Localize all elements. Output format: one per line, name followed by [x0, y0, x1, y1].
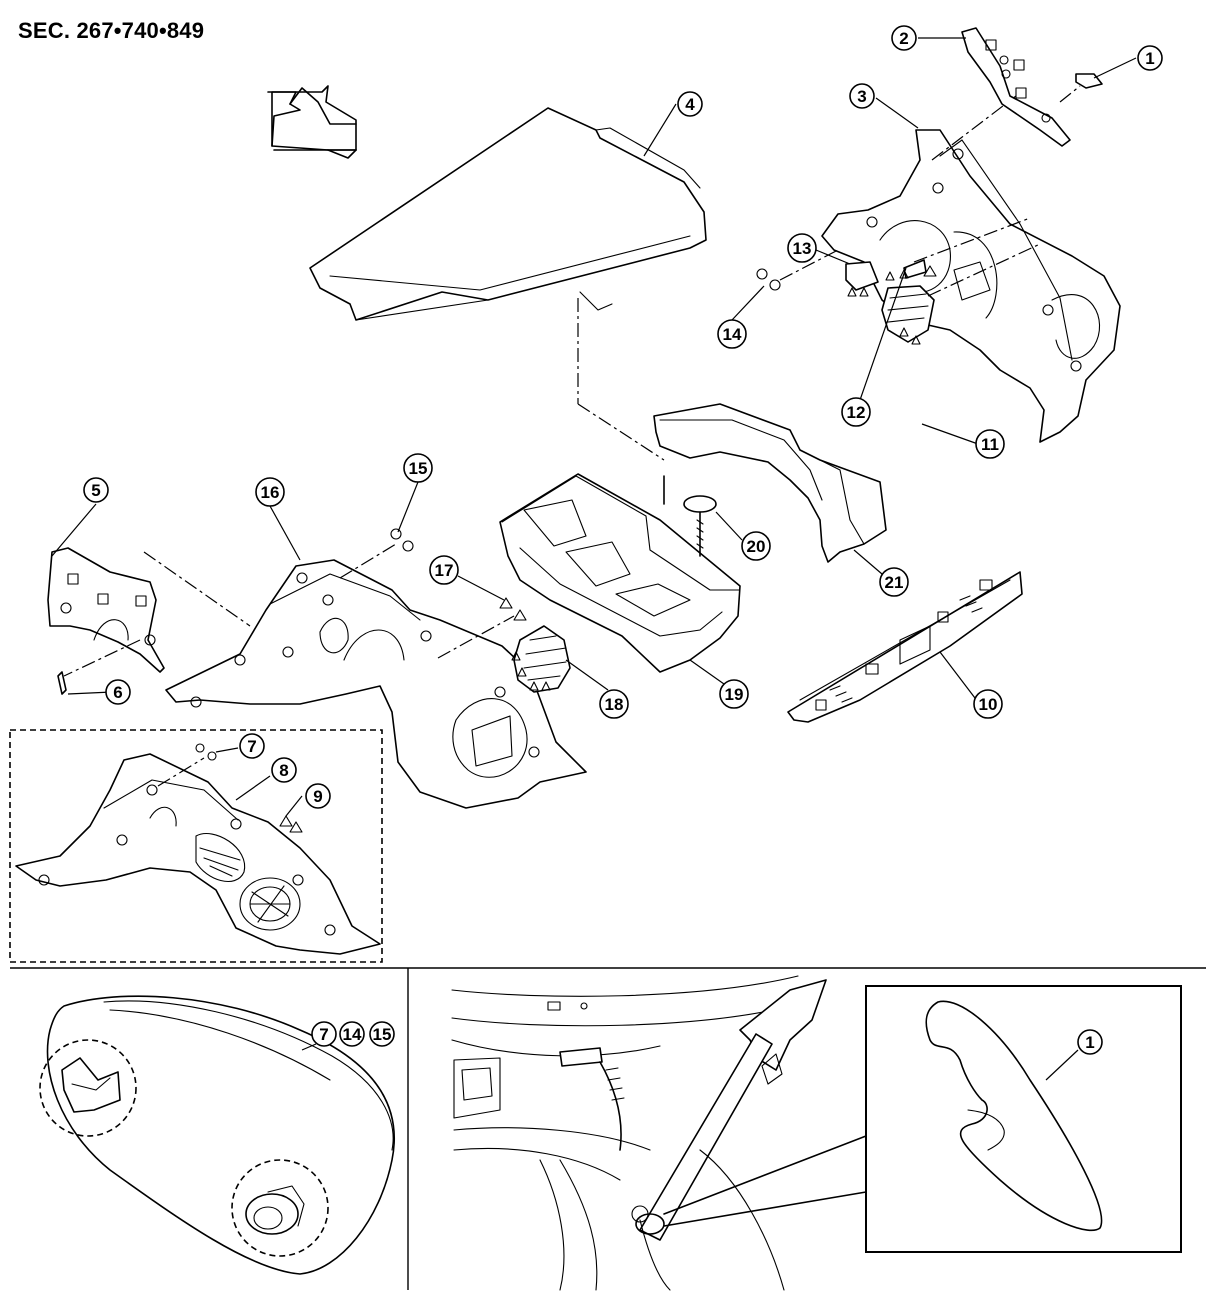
callout-label-15: 15	[409, 459, 428, 478]
callout-11: 11	[975, 429, 1005, 459]
callout-label-14: 14	[723, 325, 742, 344]
callout-label-d1: 1	[1085, 1033, 1094, 1052]
callout-label-d7: 7	[319, 1025, 328, 1044]
callout-17: 17	[429, 555, 459, 585]
callout-label-9: 9	[313, 787, 322, 806]
rear-plate-finisher	[787, 571, 1023, 723]
callout-20: 20	[741, 531, 771, 561]
callout-label-d14: 14	[343, 1025, 362, 1044]
lh-side-finisher	[165, 543, 587, 809]
callout-1: 1	[1137, 45, 1163, 71]
front-arrow-icon	[267, 85, 357, 159]
callout-label-8: 8	[279, 761, 288, 780]
callout-9: 9	[305, 783, 331, 809]
callout-d1: 1	[1077, 1029, 1103, 1055]
callout-label-3: 3	[857, 87, 866, 106]
callout-label-10: 10	[979, 695, 998, 714]
callout-label-17: 17	[435, 561, 454, 580]
callout-label-1: 1	[1145, 49, 1154, 68]
callout-12: 12	[841, 397, 871, 427]
callout-label-18: 18	[605, 695, 624, 714]
trunk-lamp	[845, 261, 879, 297]
callout-label-2: 2	[899, 29, 908, 48]
callout-4: 4	[677, 91, 703, 117]
trunk-location-view	[451, 975, 1182, 1291]
leader-lines	[51, 37, 1137, 817]
callout-label-5: 5	[91, 481, 100, 500]
tie-down-bolt	[683, 495, 743, 557]
callout-13: 13	[787, 233, 817, 263]
callout-5: 5	[83, 477, 109, 503]
callout-label-13: 13	[793, 239, 812, 258]
lh-small-finisher	[47, 547, 251, 677]
callout-10: 10	[973, 689, 1003, 719]
clip-15	[390, 528, 414, 552]
speaker-18	[511, 625, 571, 693]
nut-17	[499, 597, 527, 621]
callout-8: 8	[271, 757, 297, 783]
callout-label-16: 16	[261, 483, 280, 502]
callout-label-6: 6	[113, 683, 122, 702]
callout-19: 19	[719, 679, 749, 709]
luggage-box	[499, 473, 741, 673]
lh-finisher-with-subwoofer	[15, 743, 381, 955]
callout-18: 18	[599, 689, 629, 719]
callout-7: 7	[239, 733, 265, 759]
callout-15: 15	[403, 453, 433, 483]
callout-label-20: 20	[747, 537, 766, 556]
callout-2: 2	[891, 25, 917, 51]
callout-14: 14	[717, 319, 747, 349]
clip-part	[1059, 73, 1103, 103]
trunk-floor-board	[309, 107, 707, 505]
callout-d15: 15	[369, 1021, 395, 1047]
clip-detail-view	[39, 995, 396, 1275]
callout-21: 21	[879, 567, 909, 597]
callout-16: 16	[255, 477, 285, 507]
callout-label-4: 4	[685, 95, 695, 114]
callout-labels: 1 2 3 4 5 6 7 8 9 10 11 12 13 14 15 16 1…	[83, 25, 1163, 1055]
section-code: SEC. 267•740•849	[18, 18, 205, 43]
callout-3: 3	[849, 83, 875, 109]
callout-label-12: 12	[847, 403, 866, 422]
rh-side-finisher	[821, 95, 1121, 443]
foam-spacer	[653, 403, 887, 563]
callout-label-21: 21	[885, 573, 904, 592]
callout-d14: 14	[339, 1021, 365, 1047]
connector-12	[903, 217, 1031, 279]
callout-label-19: 19	[725, 685, 744, 704]
alternate-variant-box	[9, 729, 383, 963]
callout-label-d15: 15	[373, 1025, 392, 1044]
callout-d7: 7	[311, 1021, 337, 1047]
callout-6: 6	[105, 679, 131, 705]
trim-bracket	[961, 27, 1071, 147]
pin-6	[57, 671, 67, 695]
callout-label-7: 7	[247, 737, 256, 756]
callout-label-11: 11	[981, 435, 999, 454]
